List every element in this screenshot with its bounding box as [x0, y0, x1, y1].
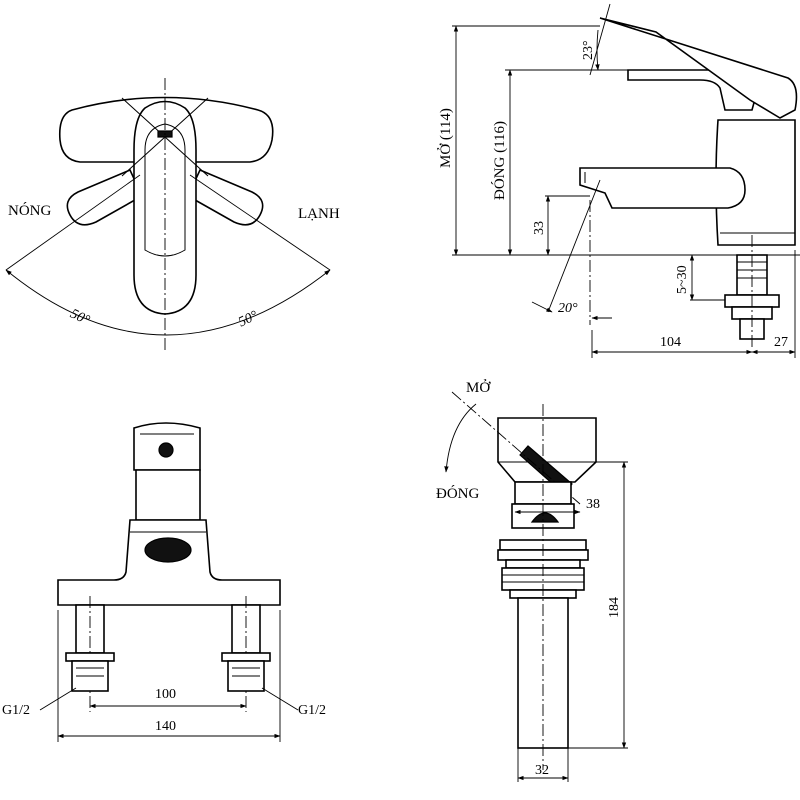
side-view: MỞ (114) ĐÓNG (116) 23° 33 20° 5~30 104 …	[437, 3, 800, 358]
handle-open	[599, 17, 798, 119]
top-view: NÓNG LẠNH 50° 50°	[5, 78, 340, 350]
shank-offset-label: 27	[774, 335, 788, 350]
drain-view: MỞ ĐÓNG 38 184 32	[436, 379, 628, 782]
deck-range-label: 5~30	[675, 265, 690, 294]
total-height-label: 184	[607, 597, 622, 618]
open-height-label: MỞ (114)	[437, 108, 454, 168]
cold-label: LẠNH	[298, 206, 340, 222]
diameter-top-label: 38	[586, 497, 600, 512]
front-view: G1/2 G1/2 100 140	[2, 422, 326, 742]
handle-screw	[158, 442, 174, 458]
reach-label: 104	[660, 335, 681, 350]
angle-right-label: 50°	[236, 308, 260, 330]
spout-angle-label: 20°	[558, 301, 578, 316]
cold-position-handle	[186, 168, 264, 226]
drain-closed-label: ĐÓNG	[436, 485, 479, 502]
spout-side	[579, 167, 746, 209]
diameter-bottom-label: 32	[535, 763, 549, 778]
inner-spacing-label: 100	[155, 687, 176, 702]
hot-position-handle	[66, 168, 144, 226]
closed-height-label: ĐÓNG (116)	[491, 121, 508, 200]
spout-height-label: 33	[532, 221, 547, 235]
thread-right-label: G1/2	[298, 703, 326, 718]
hot-label: NÓNG	[8, 202, 51, 219]
drain-open-label: MỞ	[466, 379, 491, 396]
thread-left-label: G1/2	[2, 703, 30, 718]
angle-left-label: 50°	[68, 307, 92, 329]
handle-angle-label: 23°	[581, 40, 596, 60]
aerator	[144, 537, 192, 563]
outer-width-label: 140	[155, 719, 176, 734]
